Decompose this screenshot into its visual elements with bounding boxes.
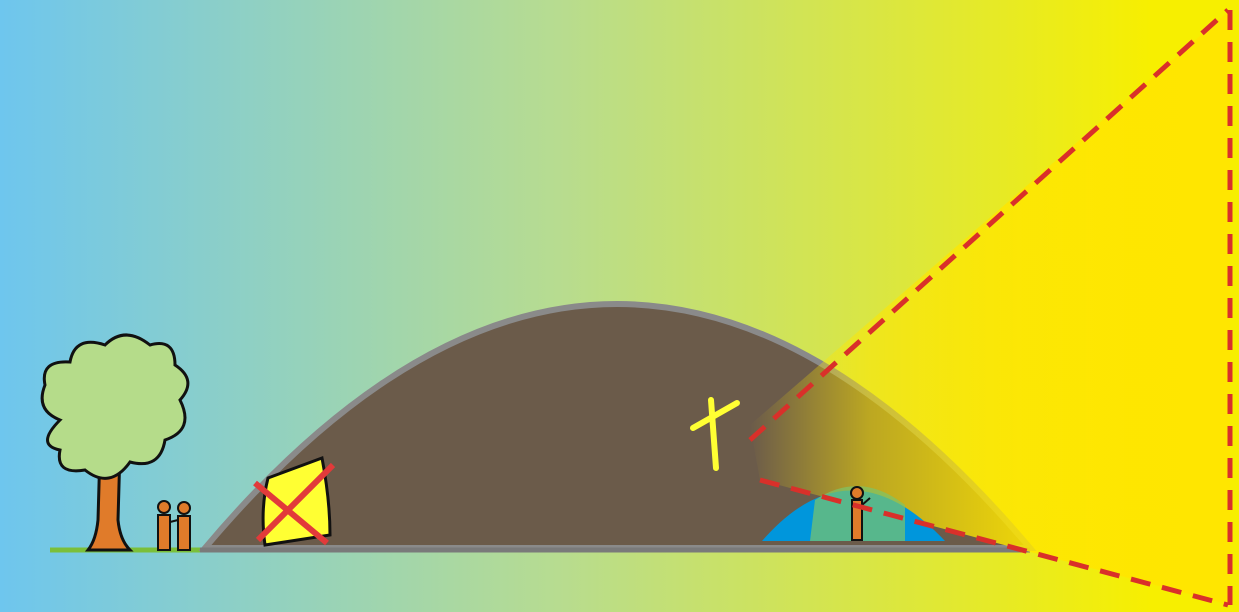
diagram-canvas [0, 0, 1239, 612]
diagram-scene [0, 0, 1239, 612]
